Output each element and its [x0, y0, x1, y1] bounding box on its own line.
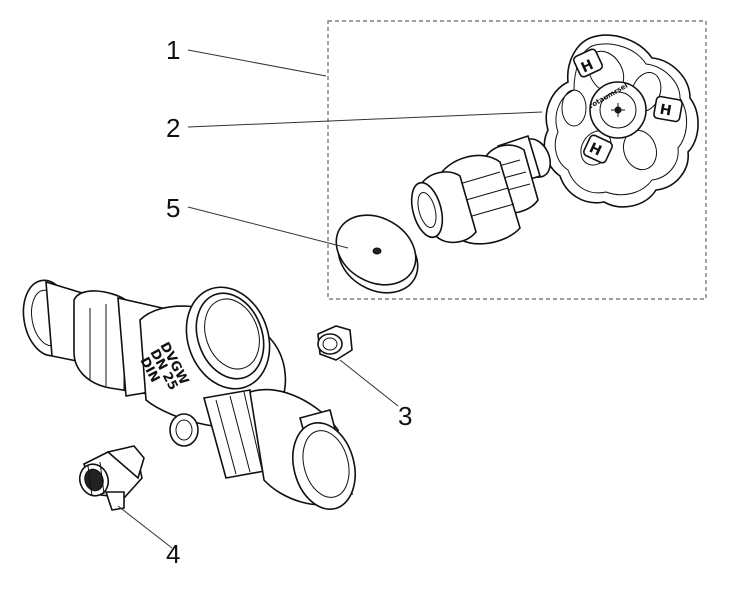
assembly-group-box: [327, 20, 707, 300]
seal-disc: [335, 214, 419, 294]
callout-2: 2: [166, 113, 180, 143]
leader-line-4: [117, 505, 173, 549]
leader-lines: [117, 49, 543, 549]
callout-5: 5: [166, 193, 180, 223]
drain-fitting: [78, 445, 145, 511]
callout-1: 1: [166, 35, 180, 65]
handwheel-hub: rotaumrsel: [588, 81, 647, 139]
valve-bonnet: [410, 134, 552, 245]
leader-line-2: [187, 111, 543, 128]
leader-line-5: [187, 206, 349, 249]
leader-line-1: [187, 49, 327, 77]
leader-line-3: [339, 359, 399, 407]
plug: [317, 325, 353, 361]
callout-4: 4: [166, 539, 180, 569]
svg-text:H: H: [658, 102, 672, 120]
handwheel: H H H rotaumrsel: [543, 34, 699, 208]
valve-body: DVGW DN 25 DIN: [22, 279, 356, 511]
callout-3: 3: [398, 401, 412, 431]
handwheel-logo-marks: H H H: [572, 48, 683, 164]
